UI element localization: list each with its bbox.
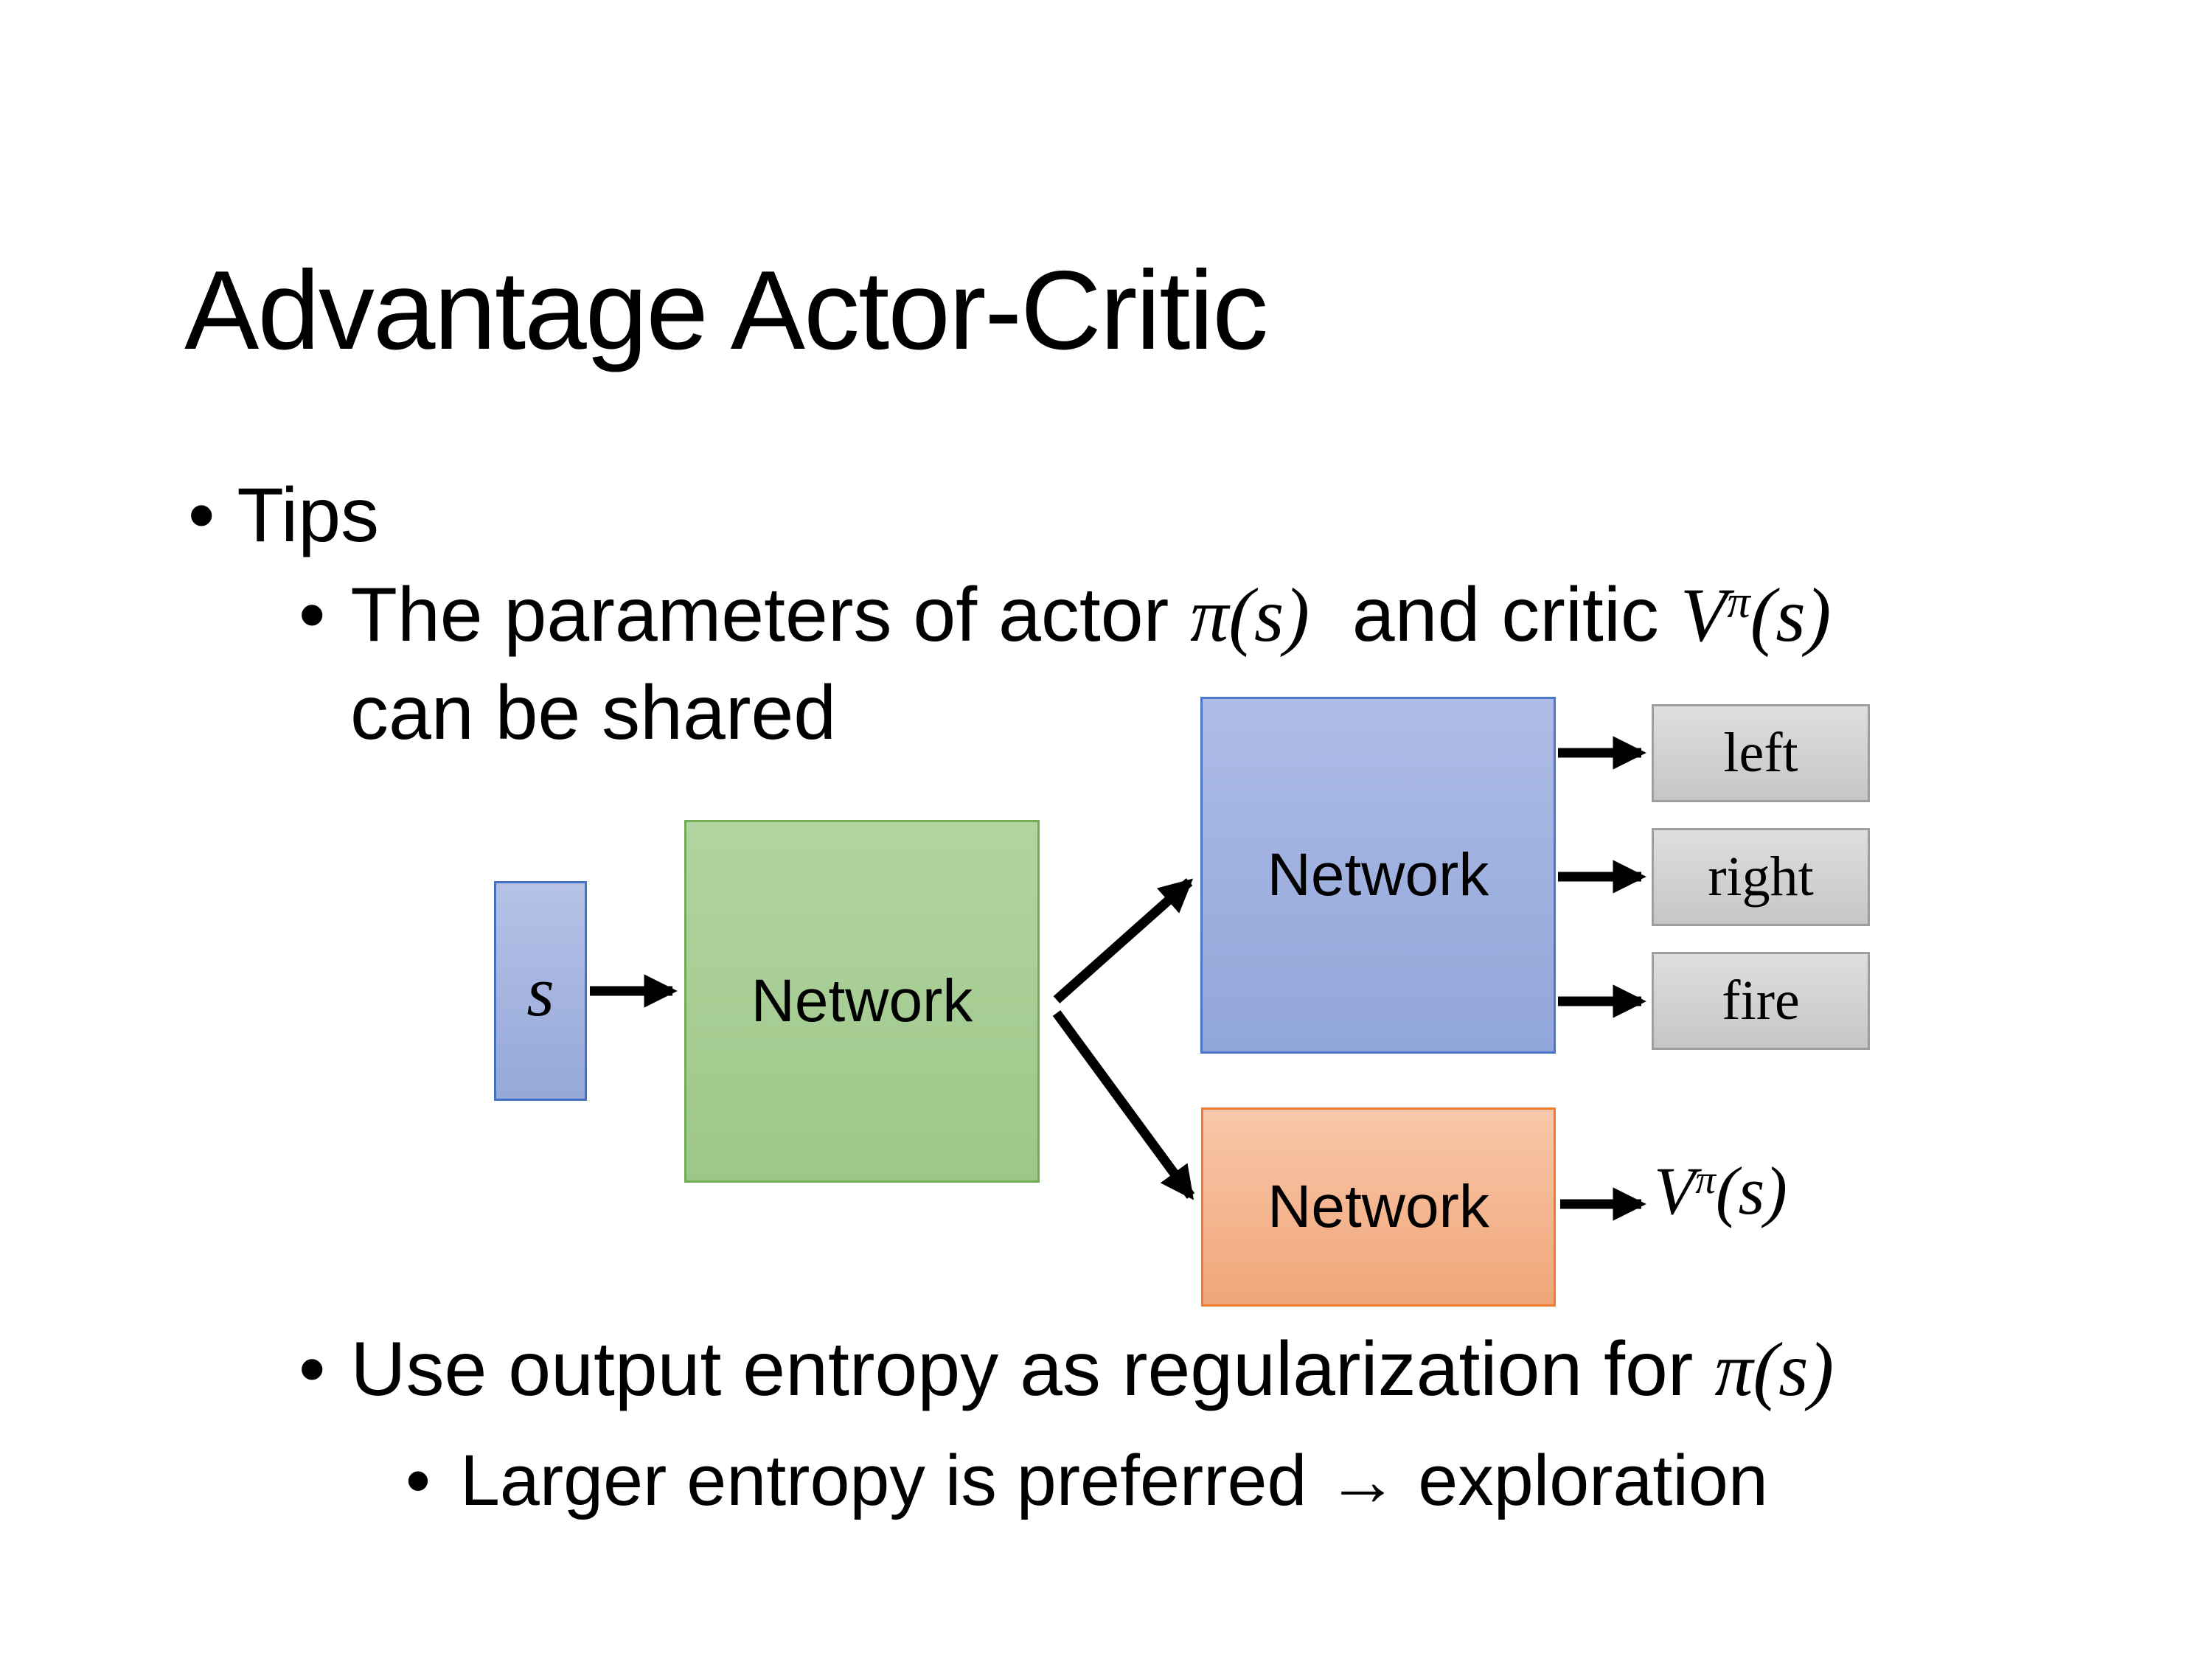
page-title: Advantage Actor-Critic [184, 247, 1268, 373]
shared-network-label: Network [751, 967, 973, 1034]
critic-network-box: Network [1201, 1107, 1556, 1307]
critic-value-base: V [1680, 573, 1728, 658]
action-left-label: left [1723, 722, 1798, 784]
actor-network-box: Network [1200, 697, 1556, 1054]
param-text-line2: can be shared [350, 670, 837, 756]
param-text-prefix: The parameters of actor [350, 572, 1191, 658]
shared-network-box: Network [684, 820, 1040, 1183]
actor-network-label: Network [1267, 841, 1489, 908]
critic-value-superscript: π [1727, 576, 1750, 627]
bullet-entropy-regularization: • Use output entropy as regularization fo… [299, 1326, 1834, 1413]
bullet-marker: • [299, 572, 326, 658]
entropy-text-prefix: Use output entropy as regularization for [350, 1326, 1715, 1412]
critic-network-label: Network [1267, 1173, 1489, 1240]
critic-value-args: (s) [1750, 573, 1832, 658]
actor-policy-math: π(s) [1190, 573, 1310, 658]
param-text-mid: and critic [1309, 572, 1680, 658]
critic-output-base: V [1654, 1153, 1696, 1228]
larger-entropy-label: Larger entropy is preferred → exploratio… [459, 1440, 1768, 1520]
action-fire-label: fire [1722, 970, 1800, 1032]
action-left-box: left [1652, 704, 1870, 802]
bullet-marker: • [406, 1440, 431, 1520]
bullet-parameters-shared-line2: can be shared [350, 664, 836, 762]
entropy-policy-math: π(s) [1714, 1327, 1834, 1412]
action-right-box: right [1652, 828, 1870, 926]
bullet-tips: • Tips [188, 472, 379, 560]
action-fire-box: fire [1652, 952, 1870, 1050]
action-right-label: right [1708, 846, 1814, 908]
state-input-label: s [526, 951, 554, 1031]
state-input-box: s [494, 881, 587, 1101]
critic-output-superscript: π [1695, 1157, 1716, 1203]
bullet-marker: • [299, 1326, 326, 1412]
tips-label: Tips [237, 473, 380, 558]
critic-output-value: Vπ(s) [1654, 1152, 1787, 1230]
bullet-larger-entropy: • Larger entropy is preferred → explorati… [406, 1439, 1768, 1522]
arrow-shared-to-actor [1053, 878, 1194, 1004]
bullet-marker: • [188, 473, 215, 558]
critic-output-args: (s) [1715, 1153, 1787, 1228]
arrow-shared-to-critic [1052, 1010, 1195, 1200]
bullet-parameters-shared: • The parameters of actor π(s) and critic… [299, 566, 1831, 675]
